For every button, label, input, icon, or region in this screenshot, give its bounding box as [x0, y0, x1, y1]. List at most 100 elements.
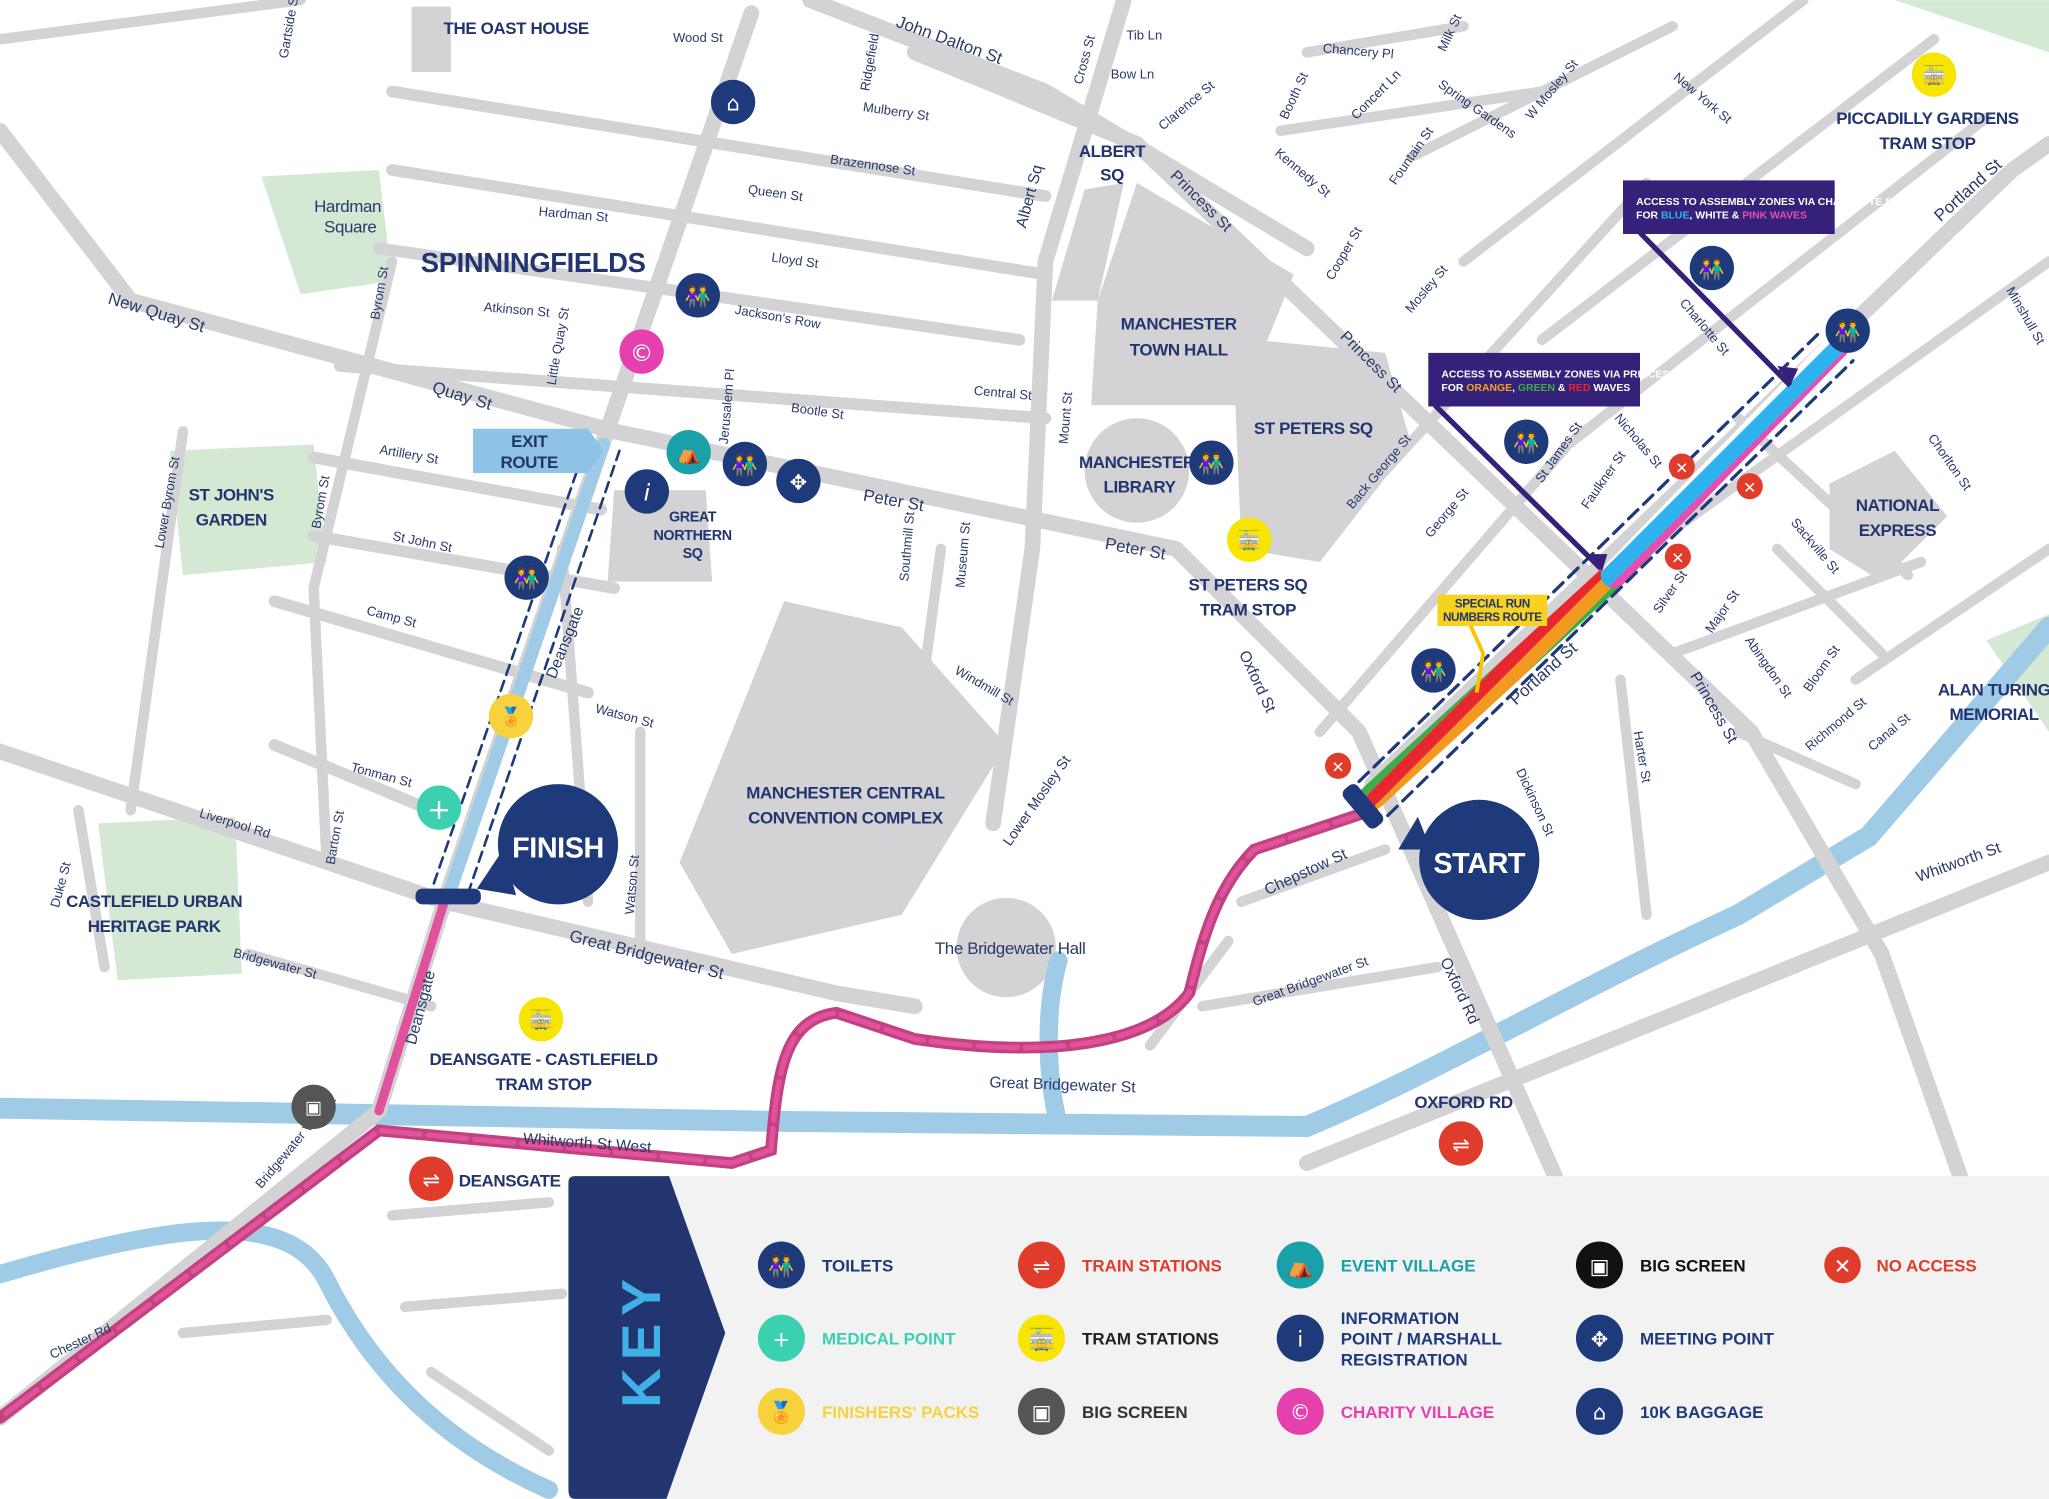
quay-peter-oxford-road — [0, 122, 1563, 1184]
svg-text:👫: 👫 — [514, 567, 540, 591]
street-label: Ridgefield — [857, 32, 882, 92]
street-label: Bloom St — [1800, 642, 1843, 694]
medal-icon — [757, 1387, 805, 1435]
svg-text:©: © — [630, 339, 654, 367]
key-item-label: BIG SCREEN — [1640, 1257, 1746, 1276]
tram-icon[interactable]: 🚋 — [1911, 52, 1957, 97]
street-label: Silver St — [1650, 567, 1690, 616]
label-spinningfields: SPINNINGFIELDS — [421, 247, 646, 278]
big-screen-icon-glyph: ▣ — [1590, 1254, 1610, 1278]
baggage-icon — [1575, 1387, 1623, 1435]
canal-branch — [1039, 951, 1068, 1134]
toilets-icon[interactable]: 👫 — [1825, 308, 1870, 353]
baggage-icon[interactable]: ⌂ — [710, 79, 756, 125]
exit-route-label: EXIT — [511, 432, 548, 451]
meeting-point-icon[interactable]: ✥ — [776, 458, 821, 504]
street-label: Gartside St — [276, 0, 302, 59]
key-item-label: INFORMATION — [1341, 1309, 1459, 1328]
parks — [98, 0, 2049, 981]
label-library: LIBRARY — [1103, 478, 1176, 497]
key-item-label: CHARITY VILLAGE — [1341, 1403, 1494, 1422]
street-label: Lloyd St — [771, 250, 820, 271]
toilets-icon[interactable]: 👫 — [1189, 440, 1234, 485]
callout-text: FOR ORANGE, GREEN & RED WAVES — [1441, 383, 1630, 394]
label-st-peters-tram: TRAM STOP — [1200, 601, 1296, 620]
street-label: Great Bridgewater St — [989, 1074, 1136, 1096]
meeting-point-icon-glyph: ✥ — [1591, 1328, 1609, 1352]
key-item: 🏅FINISHERS' PACKS — [757, 1387, 979, 1435]
toilets-icon[interactable]: 👫 — [1411, 648, 1456, 693]
label-oxford-rd: OXFORD RD — [1414, 1093, 1512, 1112]
toilets-icon[interactable]: 👫 — [675, 273, 721, 318]
label-oast-house: THE OAST HOUSE — [443, 19, 588, 38]
no-access-icon[interactable]: ✕ — [1736, 473, 1763, 500]
key-item: ⇌TRAIN STATIONS — [1017, 1241, 1222, 1289]
toilets-icon[interactable]: 👫 — [1504, 419, 1549, 464]
race-route — [0, 807, 1375, 1421]
big-screen-icon[interactable]: ▣ — [291, 1084, 336, 1130]
callout-charlotte-st: ACCESS TO ASSEMBLY ZONES VIA CHARLOTTE S… — [1622, 180, 1899, 388]
toilets-icon[interactable]: 👫 — [1689, 245, 1735, 291]
train-icon[interactable]: ⇌ — [409, 1156, 454, 1201]
information-icon[interactable]: i — [624, 469, 670, 514]
key-item: ✕NO ACCESS — [1824, 1246, 1977, 1284]
label-great-northern: GREAT — [669, 509, 717, 525]
oast-house-building — [411, 6, 451, 72]
no-access-icon[interactable]: ✕ — [1668, 453, 1695, 480]
start-label: START — [1433, 848, 1526, 880]
charity-village-icon[interactable]: © — [619, 329, 664, 374]
key-item-label: MEDICAL POINT — [822, 1330, 956, 1349]
toilets-icon[interactable]: 👫 — [504, 555, 549, 600]
street-label: Jerusalem Pl — [716, 368, 738, 445]
key-item-label: POINT / MARSHALL — [1341, 1330, 1502, 1349]
svg-text:+: + — [427, 792, 451, 826]
label-st-johns-garden: ST JOHN'S — [189, 486, 274, 505]
tram-icon[interactable]: 🚋 — [1227, 517, 1272, 562]
assembly-zone-orange-green-red — [1359, 561, 1627, 811]
street-label: Abingdon St — [1742, 634, 1795, 701]
street-label: Faulkner St — [1578, 448, 1629, 512]
callout-text: ACCESS TO ASSEMBLY ZONES VIA PRINCESS ST — [1441, 370, 1693, 381]
street-label: Mulberry St — [862, 99, 931, 123]
street-label: Mosley St — [1402, 262, 1451, 316]
street-label: Fountain St — [1386, 124, 1437, 188]
street-label: Kennedy St — [1272, 145, 1334, 200]
street-label: Richmond St — [1802, 694, 1869, 754]
medal-icon[interactable]: 🏅 — [488, 693, 534, 739]
route-markers: EXIT ROUTE FINISH START SPECIAL RUN NUMB… — [473, 428, 1548, 921]
label-convention: MANCHESTER CENTRAL — [746, 784, 944, 803]
no-access-icon-glyph: ✕ — [1834, 1254, 1852, 1278]
svg-text:⇌: ⇌ — [422, 1168, 440, 1192]
street-label: Canal St — [1865, 710, 1913, 754]
tram-icon[interactable]: 🚋 — [518, 997, 564, 1042]
finish-marker[interactable]: FINISH — [476, 784, 619, 905]
no-access-icon[interactable]: ✕ — [1325, 752, 1352, 779]
train-icon[interactable]: ⇌ — [1438, 1121, 1484, 1166]
toilets-icon[interactable]: 👫 — [722, 441, 768, 487]
svg-text:👫: 👫 — [1699, 257, 1725, 281]
exit-route-label: ROUTE — [501, 453, 559, 472]
key-item: +MEDICAL POINT — [757, 1314, 956, 1362]
finish-label: FINISH — [512, 832, 604, 864]
key-item-label: FINISHERS' PACKS — [822, 1403, 979, 1422]
key-item: 🚋TRAM STATIONS — [1017, 1314, 1219, 1362]
street-label: Minshull St — [2003, 284, 2048, 347]
whitworth-street-road — [1298, 854, 2049, 1171]
start-line — [1342, 784, 1384, 829]
start-marker[interactable]: START — [1398, 799, 1540, 921]
medical-icon[interactable]: + — [416, 785, 462, 830]
label-library: MANCHESTER — [1079, 453, 1195, 472]
bridgewater-hall-building — [956, 897, 1056, 998]
key-item: © CHARITY VILLAGE — [1276, 1387, 1494, 1435]
street-label: Hardman St — [538, 204, 609, 225]
no-access-icon[interactable]: ✕ — [1664, 543, 1691, 570]
street-label: Cooper St — [1323, 224, 1366, 283]
label-deansgate-tram: TRAM STOP — [496, 1075, 592, 1094]
canal — [0, 616, 2049, 1137]
charity-icon-glyph: © — [1290, 1401, 1311, 1425]
event-village-icon[interactable]: ⛺ — [666, 429, 711, 475]
street-label: Watson St — [622, 854, 642, 915]
label-hardman-square: Square — [324, 218, 376, 237]
